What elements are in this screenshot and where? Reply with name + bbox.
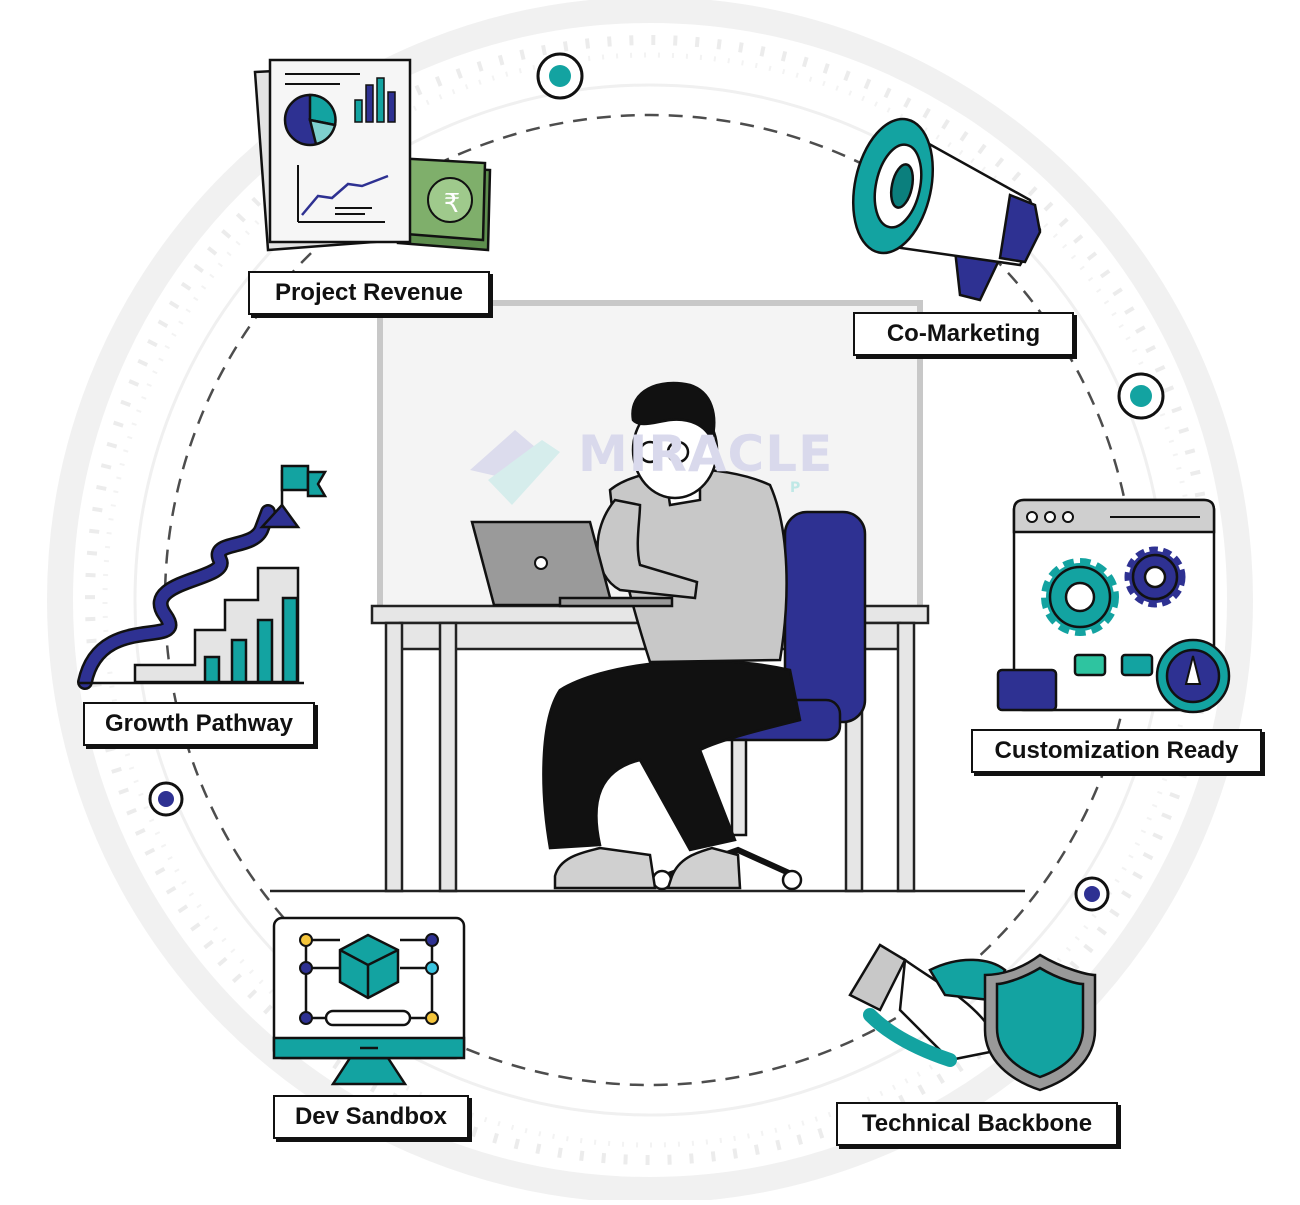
orbit-dot-teal-right xyxy=(1117,372,1165,420)
technical-backbone-icon xyxy=(848,943,1097,1092)
person-at-desk xyxy=(542,381,802,890)
orbit-dot-navy-left xyxy=(148,781,184,817)
dev-sandbox-icon xyxy=(272,916,466,1086)
dev-sandbox-label: Dev Sandbox xyxy=(273,1095,469,1139)
co-marketing-label: Co-Marketing xyxy=(853,312,1074,356)
project-revenue-icon xyxy=(253,58,492,252)
customization-ready-label: Customization Ready xyxy=(971,729,1262,773)
growth-pathway-icon xyxy=(77,464,328,690)
customization-ready-icon xyxy=(996,498,1231,714)
growth-pathway-label: Growth Pathway xyxy=(83,702,315,746)
project-revenue-label: Project Revenue xyxy=(248,271,490,315)
rupee-symbol: ₹ xyxy=(444,189,461,219)
laptop xyxy=(470,520,674,608)
megaphone-icon xyxy=(851,117,1042,302)
technical-backbone-label: Technical Backbone xyxy=(836,1102,1118,1146)
brand-watermark-text: MIRACLE xyxy=(578,425,834,483)
brand-watermark-subtext: P xyxy=(790,480,801,496)
orbit-dot-teal-top xyxy=(536,52,584,100)
orbit-dot-navy-right xyxy=(1074,876,1110,912)
brand-logo-watermark xyxy=(470,430,560,505)
